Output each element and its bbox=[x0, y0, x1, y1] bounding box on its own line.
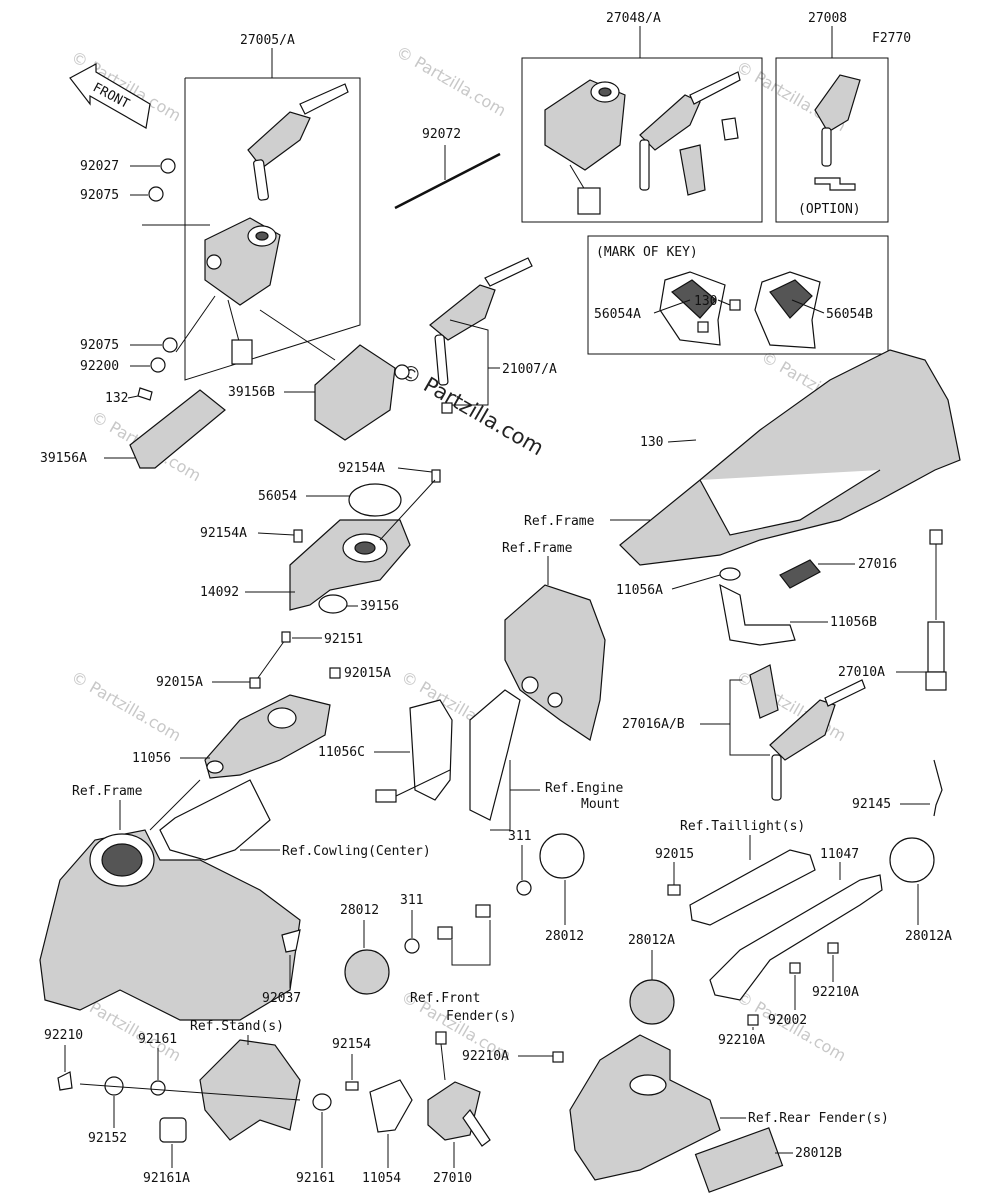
side-stand-switch: 92154 11054 27010 bbox=[332, 1031, 491, 1186]
ignition-switch-body bbox=[204, 217, 281, 365]
washer-92200 bbox=[150, 357, 166, 373]
label-27010: 27010 bbox=[433, 1171, 472, 1186]
label-92154A: 92154A bbox=[200, 526, 247, 541]
label-11056B: 11056B bbox=[830, 615, 877, 630]
ref-cowling-label: Ref.Cowling(Center) bbox=[282, 844, 431, 859]
key-21007A: 21007/A bbox=[429, 257, 557, 414]
label-56054A: 56054A bbox=[594, 307, 641, 322]
label-92161A: 92161A bbox=[143, 1171, 190, 1186]
label-130: 130 bbox=[694, 294, 717, 309]
label-311: 311 bbox=[508, 829, 531, 844]
label-39156A: 39156A bbox=[40, 451, 87, 466]
label-28012: 28012 bbox=[545, 929, 584, 944]
label-28012A: 28012A bbox=[628, 933, 675, 948]
label-56054B: 56054B bbox=[826, 307, 873, 322]
label-132: 132 bbox=[105, 391, 128, 406]
label-92002: 92002 bbox=[768, 1013, 807, 1028]
label-27016AB: 27016A/B bbox=[622, 717, 685, 732]
label-11056: 11056 bbox=[132, 751, 171, 766]
option-label: (OPTION) bbox=[798, 202, 861, 217]
label-92161: 92161 bbox=[296, 1171, 335, 1186]
taillight-bracket: Ref.Taillight(s) 92015 11047 28012A 2801… bbox=[628, 819, 952, 1048]
mark-of-key-label: (MARK OF KEY) bbox=[596, 245, 698, 260]
cover-39156B bbox=[314, 344, 396, 441]
ref-engine-label-2: Mount bbox=[581, 797, 620, 812]
label-39156: 39156 bbox=[360, 599, 399, 614]
label-92210A: 92210A bbox=[812, 985, 859, 1000]
watermark: © Partzilla.com bbox=[393, 42, 509, 120]
label-27048A: 27048/A bbox=[606, 11, 661, 26]
key-option-27008: 27008 (OPTION) bbox=[775, 11, 889, 223]
label-92210A: 92210A bbox=[718, 1033, 765, 1048]
ref-frame-label: Ref.Frame bbox=[72, 784, 143, 799]
label-11056C: 11056C bbox=[318, 745, 365, 760]
frame-left-bottom: Ref.Frame Ref.Cowling(Center) 92037 bbox=[39, 779, 431, 1021]
label-92152: 92152 bbox=[88, 1131, 127, 1146]
label-92075: 92075 bbox=[80, 188, 119, 203]
label-92037: 92037 bbox=[262, 991, 301, 1006]
ref-front-label-2: Fender(s) bbox=[446, 1009, 516, 1024]
label-92015A: 92015A bbox=[156, 675, 203, 690]
ref-taillight-label: Ref.Taillight(s) bbox=[680, 819, 805, 834]
label-11054: 11054 bbox=[362, 1171, 401, 1186]
label-28012B: 28012B bbox=[795, 1146, 842, 1161]
washer-92075 bbox=[148, 186, 164, 202]
label-27016: 27016 bbox=[858, 557, 897, 572]
ref-rear-fender-label: Ref.Rear Fender(s) bbox=[748, 1111, 889, 1126]
label-92210A: 92210A bbox=[462, 1049, 509, 1064]
washer-92075 bbox=[162, 337, 178, 353]
label-27005A: 27005/A bbox=[240, 33, 295, 48]
bracket-11056: 92151 92015A 92015A 11056 bbox=[132, 631, 391, 779]
frame-center: Ref.Frame 11056C Ref.Engine Mount bbox=[318, 541, 623, 831]
bolt-132 bbox=[137, 387, 153, 401]
key-icon bbox=[247, 83, 349, 201]
label-92154A: 92154A bbox=[338, 461, 385, 476]
front-fender-caps: 311 28012 311 28012 Ref.Front Fender(s) bbox=[340, 829, 585, 1024]
washer-92027 bbox=[160, 158, 176, 174]
ref-stand-label: Ref.Stand(s) bbox=[190, 1019, 284, 1034]
label-92161: 92161 bbox=[138, 1032, 177, 1047]
label-130: 130 bbox=[640, 435, 663, 450]
label-92145: 92145 bbox=[852, 797, 891, 812]
label-92200: 92200 bbox=[80, 359, 119, 374]
label-92015A: 92015A bbox=[344, 666, 391, 681]
switch-kit-27048A: 27048/A bbox=[521, 11, 763, 223]
switch-27016AB: 27016A/B bbox=[622, 664, 866, 801]
ref-engine-label: Ref.Engine bbox=[545, 781, 623, 796]
label-27010A: 27010A bbox=[838, 665, 885, 680]
cover-39156A bbox=[129, 389, 226, 469]
label-28012: 28012 bbox=[340, 903, 379, 918]
label-92015: 92015 bbox=[655, 847, 694, 862]
frame-bracket-right: 130 130 Ref.Frame 11056A 11056B 27016 bbox=[524, 294, 961, 646]
tie-band-92072: 92072 bbox=[394, 127, 501, 210]
ignition-switch-group: 27005/A 92027 92075 92075 92200 bbox=[40, 33, 410, 469]
figure-code: F2770 bbox=[872, 31, 911, 46]
label-92151: 92151 bbox=[324, 632, 363, 647]
label-311: 311 bbox=[400, 893, 423, 908]
sensor-27010A: 27010A 92145 bbox=[838, 529, 947, 817]
label-92072: 92072 bbox=[422, 127, 461, 142]
rear-fender: 92210A Ref.Rear Fender(s) 28012B bbox=[462, 1034, 889, 1193]
label-21007A: 21007/A bbox=[502, 362, 557, 377]
label-27008: 27008 bbox=[808, 11, 847, 26]
switch-cover-assembly: 92154A 56054 92154A 14092 39156 bbox=[200, 461, 441, 614]
label-92154: 92154 bbox=[332, 1037, 371, 1052]
label-92027: 92027 bbox=[80, 159, 119, 174]
label-56054: 56054 bbox=[258, 489, 297, 504]
label-14092: 14092 bbox=[200, 585, 239, 600]
ref-front-label: Ref.Front bbox=[410, 991, 480, 1006]
mark-of-key-box: (MARK OF KEY) 56054A 56054B bbox=[587, 235, 889, 355]
label-11047: 11047 bbox=[820, 847, 859, 862]
label-39156B: 39156B bbox=[228, 385, 275, 400]
ref-frame-label: Ref.Frame bbox=[502, 541, 573, 556]
label-11056A: 11056A bbox=[616, 583, 663, 598]
label-92075: 92075 bbox=[80, 338, 119, 353]
ref-frame-label: Ref.Frame bbox=[524, 514, 595, 529]
label-28012A: 28012A bbox=[905, 929, 952, 944]
stand-parts: 92210 92152 92161 92161A Ref.Stand(s) 92… bbox=[44, 1019, 335, 1186]
label-92210: 92210 bbox=[44, 1028, 83, 1043]
